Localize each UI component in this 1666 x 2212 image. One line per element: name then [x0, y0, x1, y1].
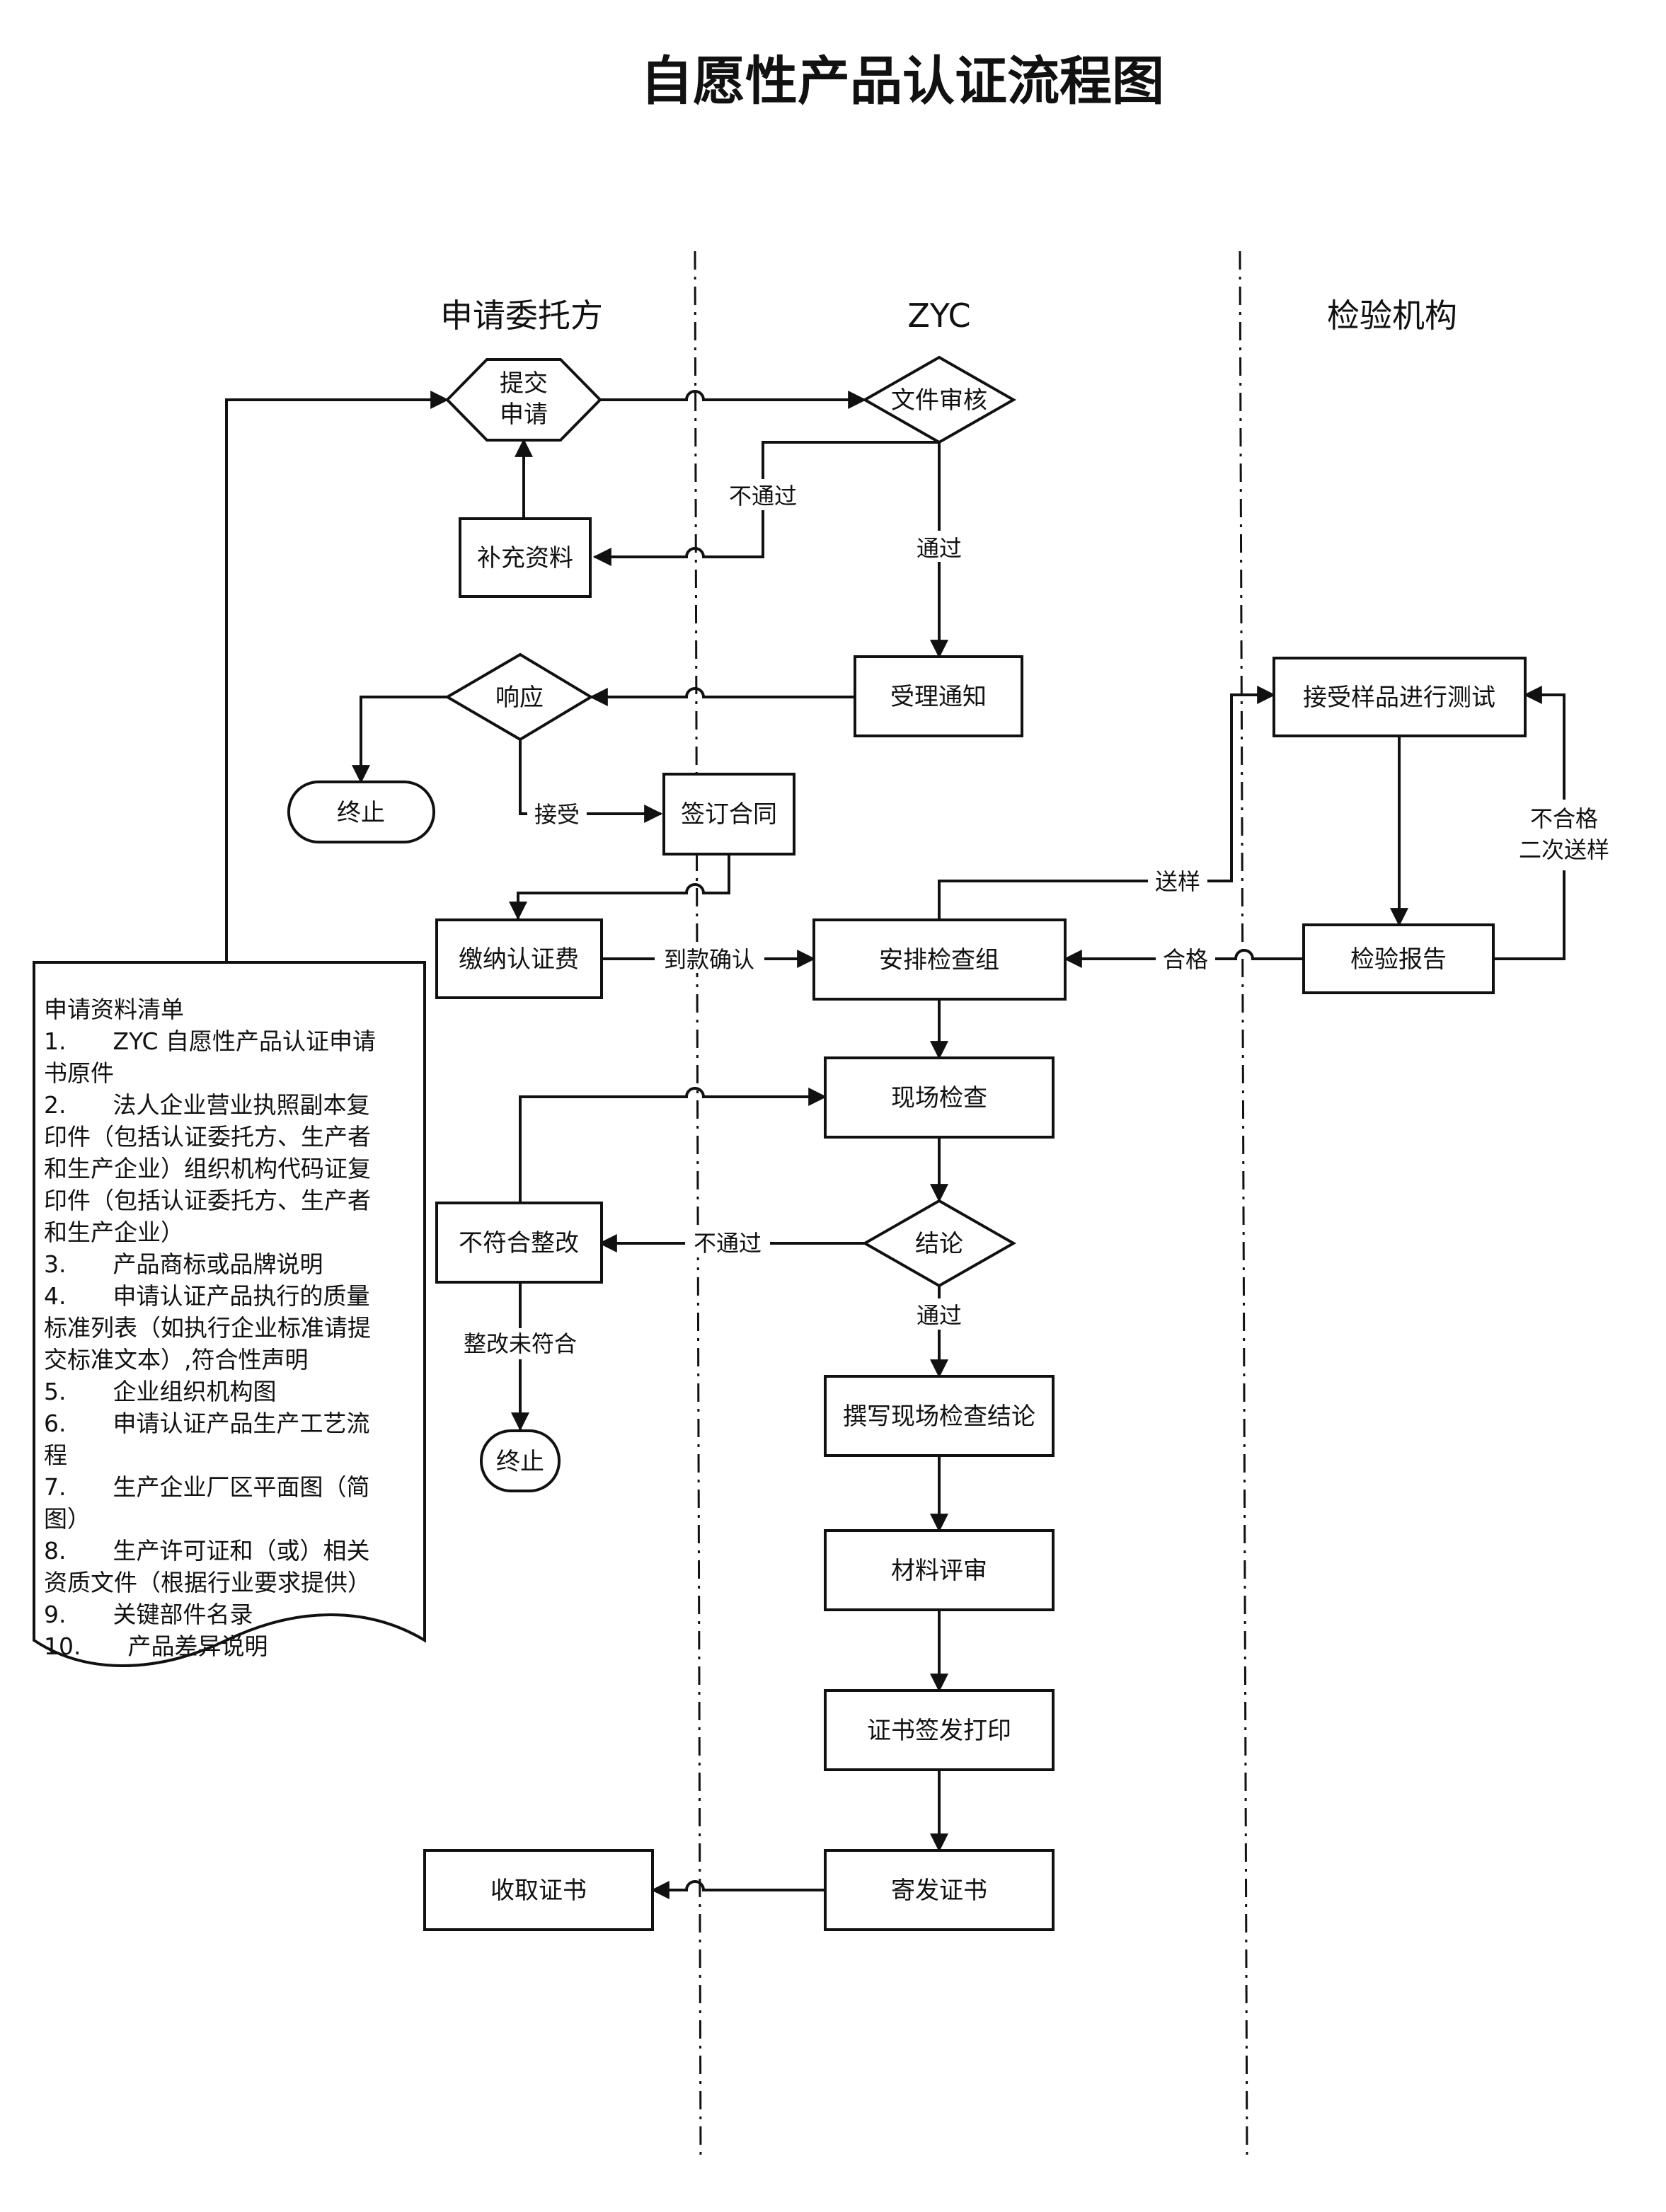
- node-arrange-team-label: 安排检查组: [879, 946, 999, 974]
- node-test-report: 检验报告: [1302, 923, 1495, 994]
- edge-submit-to-review: [600, 390, 867, 409]
- doc-list-line: 5. 企业组织机构图: [44, 1378, 277, 1405]
- doc-list-line: 4. 申请认证产品执行的质量: [44, 1282, 370, 1310]
- doc-list-line: 书原件: [44, 1059, 114, 1087]
- node-nonconform: 不符合整改: [435, 1202, 603, 1284]
- doc-list-line: 和生产企业）: [44, 1219, 184, 1246]
- edge-mail-to-receive: [650, 1880, 825, 1899]
- node-terminate-1-label: 终止: [337, 799, 385, 827]
- node-onsite-check: 现场检查: [824, 1056, 1055, 1139]
- node-mail-cert: 寄发证书: [824, 1849, 1055, 1931]
- node-terminate-2-label: 终止: [496, 1448, 544, 1476]
- doc-list-line: 7. 生产企业厂区平面图（简: [44, 1473, 370, 1501]
- node-cert-issue: 证书签发打印: [824, 1689, 1055, 1771]
- node-write-conclusion-label: 撰写现场检查结论: [843, 1402, 1035, 1431]
- node-pay-fee-label: 缴纳认证费: [459, 945, 579, 974]
- edge-label-check-fail: 不通过: [694, 1230, 762, 1257]
- node-supplement: 补充资料: [459, 517, 592, 598]
- node-terminate-2: 终止: [480, 1429, 561, 1492]
- doc-list-line: 2. 法人企业营业执照副本复: [44, 1091, 370, 1119]
- edge-label-qualified: 合格: [1163, 946, 1208, 973]
- edge-respond-to-terminate: [352, 696, 447, 784]
- lane-header-zyc: ZYC: [907, 296, 970, 335]
- edge-label-unqualified-1: 不合格: [1530, 805, 1598, 832]
- doc-list-line: 1. ZYC 自愿性产品认证申请: [44, 1027, 376, 1055]
- doc-list-line: 资质文件（根据行业要求提供）: [44, 1569, 371, 1596]
- doc-list-line: 8. 生产许可证和（或）相关: [44, 1537, 370, 1565]
- node-sign-contract-label: 签订合同: [681, 800, 777, 829]
- edge-notice-to-respond: [589, 687, 855, 706]
- doc-list-line: 和生产企业）组织机构代码证复: [44, 1155, 371, 1182]
- edge-label-accept: 接受: [534, 801, 580, 828]
- node-accept-notice-label: 受理通知: [890, 683, 987, 711]
- node-submit-line1: 提交: [500, 369, 548, 398]
- edge-report-qualified: [1063, 949, 1304, 968]
- page-title: 自愿性产品认证流程图: [640, 51, 1164, 112]
- edge-label-unqualified-2: 二次送样: [1519, 836, 1609, 863]
- node-receive-cert: 收取证书: [423, 1849, 654, 1931]
- edge-label-rectify-fail: 整改未符合: [464, 1330, 577, 1357]
- lane-divider-left: [694, 250, 702, 2162]
- node-write-conclusion: 撰写现场检查结论: [824, 1375, 1055, 1457]
- doc-list-line: 印件（包括认证委托方、生产者: [44, 1123, 371, 1151]
- doc-list-line: 9. 关键部件名录: [44, 1601, 253, 1628]
- node-material-review-label: 材料评审: [891, 1557, 987, 1585]
- node-conclusion-label: 结论: [915, 1230, 963, 1258]
- lane-divider-right: [1239, 250, 1248, 2162]
- edge-contract-to-payfee: [509, 854, 730, 921]
- node-sign-contract: 签订合同: [662, 773, 795, 856]
- doc-list-line: 6. 申请认证产品生产工艺流: [44, 1410, 370, 1437]
- node-nonconform-label: 不符合整改: [459, 1229, 579, 1257]
- doc-list-line: 印件（包括认证委托方、生产者: [44, 1187, 371, 1214]
- node-respond-label: 响应: [495, 684, 544, 712]
- doc-list-line: 10. 产品差异说明: [44, 1632, 268, 1660]
- node-accept-notice: 受理通知: [854, 655, 1023, 737]
- lane-header-lab: 检验机构: [1327, 296, 1457, 335]
- doc-list-line: 图）: [44, 1505, 91, 1533]
- node-conclusion: 结论: [861, 1199, 1017, 1288]
- edge-label-check-pass: 通过: [917, 1302, 962, 1329]
- node-submit-line2: 申请: [500, 401, 548, 429]
- node-arrange-team: 安排检查组: [812, 918, 1067, 1001]
- doc-list-line: 3. 产品商标或品牌说明: [44, 1250, 323, 1278]
- node-doc-review-label: 文件审核: [891, 386, 987, 415]
- node-pay-fee: 缴纳认证费: [435, 918, 603, 999]
- node-terminate-1: 终止: [287, 780, 435, 843]
- edge-label-review-fail: 不通过: [729, 483, 797, 509]
- lane-header-applicant: 申请委托方: [440, 296, 603, 335]
- edge-label-send-sample: 送样: [1155, 868, 1200, 895]
- edge-respond-to-contract: [519, 739, 663, 823]
- doc-list-line: 程: [44, 1441, 67, 1469]
- edge-label-review-pass: 通过: [917, 535, 962, 562]
- node-doc-review: 文件审核: [861, 355, 1017, 444]
- node-onsite-check-label: 现场检查: [891, 1084, 987, 1112]
- edge-arrange-to-sample: [938, 686, 1276, 918]
- edge-review-fail: [592, 441, 939, 566]
- edge-label-payment-confirm: 到款确认: [664, 946, 754, 973]
- doc-list-line: 标准列表（如执行企业标准请提: [44, 1314, 371, 1342]
- doc-list-line: 申请资料清单: [44, 996, 184, 1023]
- node-respond: 响应: [444, 652, 594, 742]
- node-supplement-label: 补充资料: [477, 544, 573, 572]
- node-mail-cert-label: 寄发证书: [891, 1877, 987, 1905]
- node-sample-test-label: 接受样品进行测试: [1303, 684, 1495, 712]
- node-submit: 提交 申请: [445, 358, 602, 442]
- node-receive-cert-label: 收取证书: [490, 1877, 587, 1905]
- node-cert-issue-label: 证书签发打印: [867, 1717, 1011, 1745]
- node-sample-test: 接受样品进行测试: [1273, 657, 1527, 737]
- node-material-review: 材料评审: [824, 1529, 1055, 1611]
- node-test-report-label: 检验报告: [1350, 945, 1447, 974]
- doc-list-line: 交标准文本）,符合性声明: [44, 1346, 309, 1373]
- edge-doclist-to-submit: [225, 391, 449, 962]
- edge-rectify-loop: [519, 1087, 827, 1203]
